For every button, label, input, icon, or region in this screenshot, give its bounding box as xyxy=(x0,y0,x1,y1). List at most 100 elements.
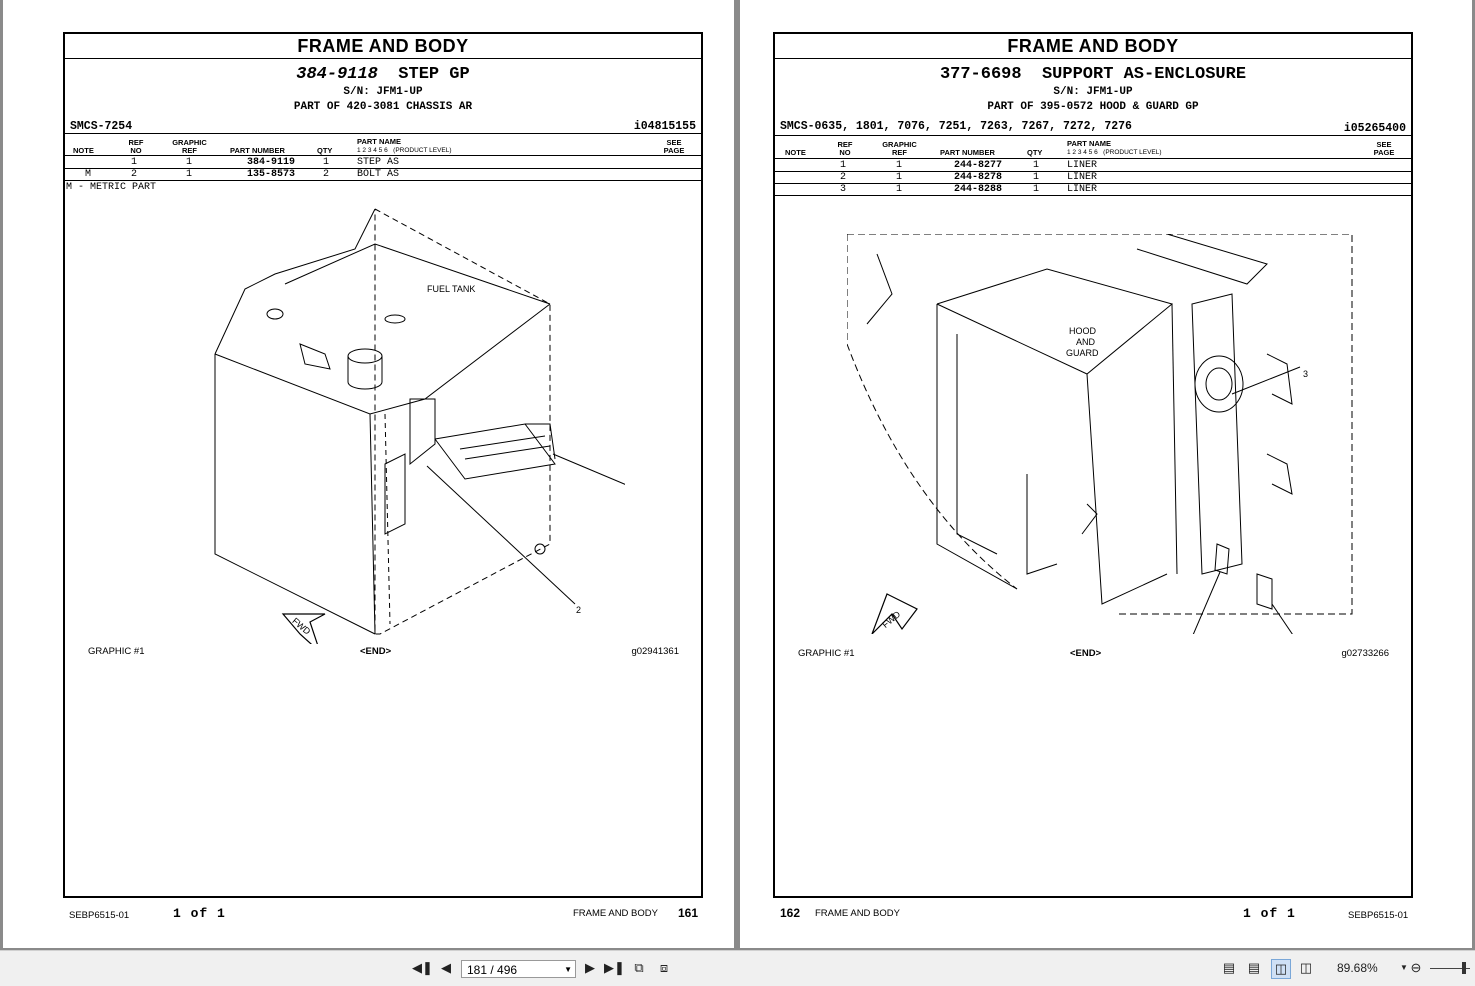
row-part-name: STEP AS xyxy=(357,157,400,168)
illustration-id: i05265400 xyxy=(1343,122,1406,135)
row-ref: 1 xyxy=(840,160,847,171)
doc-id: SEBP6515-01 xyxy=(1348,910,1409,921)
product-levels: 1 2 3 4 5 6 (PRODUCT LEVEL) xyxy=(357,147,452,154)
col-part-number: PART NUMBER xyxy=(230,146,285,155)
row-part-name: LINER xyxy=(1067,184,1098,195)
row-qty: 1 xyxy=(323,157,330,168)
row-ref: 3 xyxy=(840,184,847,195)
fit-page-icon[interactable]: ⧉ xyxy=(634,960,644,975)
fit-width-icon[interactable]: ⧈ xyxy=(659,960,669,975)
two-page-continuous-icon[interactable]: ◫ xyxy=(1299,960,1313,975)
row-part-number[interactable]: 135-8573 xyxy=(247,169,296,180)
col-graphic-line1: GRAPHIC xyxy=(882,140,917,149)
divider xyxy=(775,171,1411,172)
hood-label-1: HOOD xyxy=(1069,326,1097,336)
zoom-slider[interactable] xyxy=(1430,968,1470,969)
col-qty: QTY xyxy=(1027,148,1043,157)
row-graphic: 1 xyxy=(186,169,193,180)
graphic-label: GRAPHIC #1 xyxy=(798,648,855,659)
page-frame: FRAME AND BODY 377-6698 SUPPORT AS-ENCLO… xyxy=(773,32,1413,898)
document-page-right: FRAME AND BODY 377-6698 SUPPORT AS-ENCLO… xyxy=(740,0,1472,948)
single-page-icon[interactable]: ▤ xyxy=(1222,960,1236,975)
row-part-number[interactable]: 244-8277 xyxy=(954,160,1003,171)
serial-number: S/N: JFM1-UP xyxy=(343,86,423,98)
zoom-level[interactable]: 89.68% xyxy=(1337,961,1378,975)
doc-id: SEBP6515-01 xyxy=(69,910,130,921)
col-graphic-line1: GRAPHIC xyxy=(172,138,207,147)
section-header: FRAME AND BODY xyxy=(65,34,701,59)
product-level-label: (PRODUCT LEVEL) xyxy=(393,147,452,154)
viewer-toolbar: ◀❚ ◀ 181 / 496▼ ▶ ▶❚ ⧉ ⧈ ▤ ▤ ◫ ◫ 89.68% … xyxy=(0,950,1475,986)
hood-label-2: AND xyxy=(1076,337,1096,347)
col-part-name: PART NAME xyxy=(1067,139,1112,148)
metric-footnote: M - METRIC PART xyxy=(66,182,157,193)
col-ref-line2: NO xyxy=(130,146,142,155)
divider xyxy=(65,133,701,134)
page-number: 161 xyxy=(678,906,699,920)
row-qty: 1 xyxy=(1033,172,1040,183)
document-page-left: FRAME AND BODY 384-9118 STEP GP S/N: JFM… xyxy=(3,0,734,948)
callout-3: 3 xyxy=(1303,369,1308,379)
callout-2: 2 xyxy=(576,605,581,615)
product-level-label: (PRODUCT LEVEL) xyxy=(1103,149,1162,156)
zoom-dropdown-icon[interactable]: ▼ xyxy=(1400,963,1408,972)
row-ref: 2 xyxy=(840,172,847,183)
row-graphic: 1 xyxy=(896,184,903,195)
part-title: 377-6698 SUPPORT AS-ENCLOSURE xyxy=(775,65,1411,84)
row-part-number[interactable]: 384-9119 xyxy=(247,157,296,168)
last-page-icon[interactable]: ▶❚ xyxy=(604,960,625,975)
part-title: 384-9118 STEP GP xyxy=(65,65,701,84)
two-page-icon[interactable]: ◫ xyxy=(1271,959,1291,979)
page-number-select[interactable]: 181 / 496▼ xyxy=(461,960,576,978)
divider xyxy=(775,135,1411,136)
row-part-number[interactable]: 244-8288 xyxy=(954,184,1003,195)
col-ref-line1: REF xyxy=(837,140,853,149)
col-see-line1: SEE xyxy=(1376,140,1392,149)
col-qty: QTY xyxy=(317,146,333,155)
col-see-line2: PAGE xyxy=(663,146,685,155)
divider xyxy=(65,155,701,156)
part-name-title: STEP GP xyxy=(398,65,470,84)
graphic-id: g02941361 xyxy=(631,646,679,657)
row-ref: 1 xyxy=(131,157,138,168)
illustration-id: i04815155 xyxy=(633,120,696,133)
page-of: 1 of 1 xyxy=(173,906,226,921)
divider xyxy=(65,180,701,181)
row-graphic: 1 xyxy=(896,172,903,183)
footer-section: FRAME AND BODY xyxy=(815,908,900,919)
product-levels: 1 2 3 4 5 6 (PRODUCT LEVEL) xyxy=(1067,149,1162,156)
divider xyxy=(775,195,1411,196)
page-indicator: 181 / 496 xyxy=(467,963,518,977)
col-see-line1: SEE xyxy=(666,138,682,147)
page-number: 162 xyxy=(780,906,801,920)
page-frame: FRAME AND BODY 384-9118 STEP GP S/N: JFM… xyxy=(63,32,703,898)
divider xyxy=(65,168,701,169)
zoom-slider-thumb[interactable] xyxy=(1462,962,1466,974)
first-page-icon[interactable]: ◀❚ xyxy=(412,960,433,975)
row-part-name: LINER xyxy=(1067,172,1098,183)
step-assembly-drawing: FUEL TANK 1 2 FWD xyxy=(214,208,625,644)
part-name-title: SUPPORT AS-ENCLOSURE xyxy=(1041,65,1247,84)
part-number-title: 377-6698 xyxy=(939,65,1022,84)
next-page-icon[interactable]: ▶ xyxy=(585,960,595,975)
fwd-label: FWD xyxy=(880,609,903,630)
row-note: M xyxy=(85,169,92,180)
prev-page-icon[interactable]: ◀ xyxy=(441,960,451,975)
part-number-title: 384-9118 xyxy=(296,65,378,84)
col-note: NOTE xyxy=(73,146,94,155)
continuous-icon[interactable]: ▤ xyxy=(1247,960,1261,975)
row-graphic: 1 xyxy=(186,157,193,168)
col-graphic-line2: REF xyxy=(892,148,907,157)
row-part-number[interactable]: 244-8278 xyxy=(954,172,1003,183)
divider xyxy=(775,158,1411,159)
row-part-name: LINER xyxy=(1067,160,1098,171)
product-level-numbers: 1 2 3 4 5 6 xyxy=(357,147,388,154)
zoom-out-icon[interactable]: ⊖ xyxy=(1410,960,1422,975)
row-qty: 2 xyxy=(323,169,330,180)
product-level-numbers: 1 2 3 4 5 6 xyxy=(1067,149,1098,156)
part-of: PART OF 420-3081 CHASSIS AR xyxy=(293,101,473,113)
